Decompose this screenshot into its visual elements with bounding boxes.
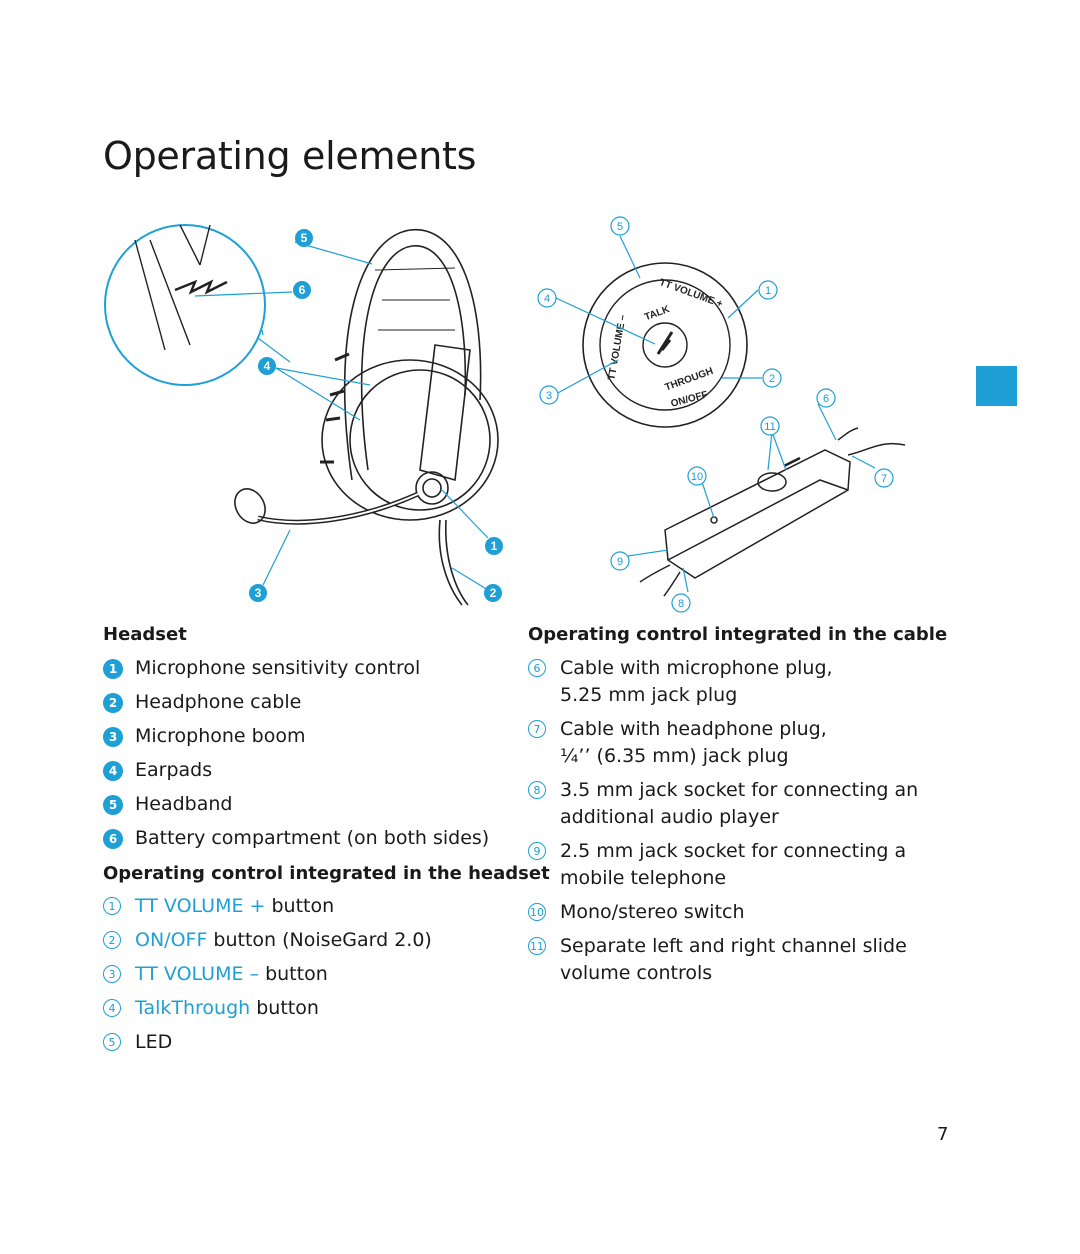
label-headset-3: 3: [255, 586, 262, 600]
label-cable-10: 10: [691, 471, 703, 483]
page-title: Operating elements: [103, 134, 477, 178]
cable-control-heading: Operating control integrated in the cabl…: [528, 624, 948, 645]
number-badge: 9: [528, 842, 546, 860]
number-badge: 6: [103, 829, 123, 849]
operating-elements-illustration: 5 6 4 1 3 2 TT VOLUME + TALK TT VOLUME –…: [104, 216, 906, 613]
cable-number-badges: 6 11 10 7 9 8: [610, 388, 894, 613]
number-badge: 5: [103, 795, 123, 815]
number-badge: 2: [103, 693, 123, 713]
label-cable-8: 8: [678, 598, 684, 610]
label-dial-1: 1: [765, 285, 771, 297]
label-headset-5: 5: [301, 231, 308, 245]
headset-number-badges: 5 6 4 1 3 2: [249, 229, 503, 602]
label-dial-3: 3: [546, 390, 552, 402]
label-headset-4: 4: [264, 359, 271, 373]
number-badge: 7: [528, 720, 546, 738]
label-cable-9: 9: [617, 556, 623, 568]
number-badge: 11: [528, 937, 546, 955]
label-cable-11: 11: [764, 421, 775, 433]
number-badge: 5: [103, 1033, 121, 1051]
dial-text-on-off: ON/OFF: [670, 389, 709, 409]
number-badge: 6: [528, 659, 546, 677]
number-badge: 2: [103, 931, 121, 949]
cable-callouts: [627, 403, 876, 593]
headset-drawing: [234, 229, 499, 606]
label-headset-6: 6: [299, 283, 306, 297]
dial-text-through: THROUGH: [664, 366, 715, 394]
control-dial: TT VOLUME + TALK TT VOLUME – THROUGH ON/…: [582, 262, 748, 428]
number-badge: 1: [103, 659, 123, 679]
number-badge: 4: [103, 761, 123, 781]
section-tab-marker: [976, 366, 1017, 406]
number-badge: 3: [103, 727, 123, 747]
headset-control-heading: Operating control integrated in the head…: [103, 863, 550, 884]
headset-callouts: [194, 241, 489, 591]
number-badge: 3: [103, 965, 121, 983]
label-dial-2: 2: [769, 373, 775, 385]
label-headset-1: 1: [491, 539, 498, 553]
page-number: 7: [937, 1124, 949, 1145]
number-badge: 10: [528, 903, 546, 921]
label-dial-5: 5: [617, 221, 623, 233]
dial-text-tt-volume-minus: TT VOLUME –: [606, 314, 628, 381]
dial-callouts: [555, 235, 762, 395]
cable-control-box: [639, 427, 906, 597]
label-cable-6: 6: [823, 393, 829, 405]
dial-text-talk: TALK: [643, 304, 672, 323]
label-cable-7: 7: [881, 473, 887, 485]
label-dial-4: 4: [544, 293, 550, 305]
label-headset-2: 2: [490, 586, 497, 600]
number-badge: 8: [528, 781, 546, 799]
dial-number-badges: 5 4 1 3 2: [537, 216, 782, 405]
number-badge: 4: [103, 999, 121, 1017]
number-badge: 1: [103, 897, 121, 915]
battery-compartment-inset: [104, 224, 266, 386]
headset-heading: Headset: [103, 624, 187, 645]
